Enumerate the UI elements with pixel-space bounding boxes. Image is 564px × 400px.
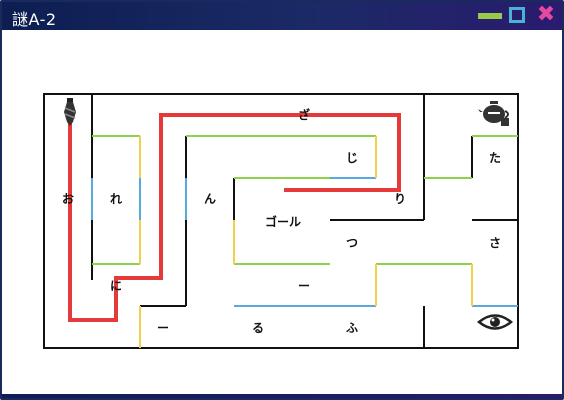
label-ri: り	[394, 192, 406, 206]
solution-path	[68, 102, 401, 322]
label-sa: さ	[489, 236, 501, 250]
minimize-button[interactable]	[478, 13, 502, 19]
blue-doors	[91, 177, 518, 307]
label-ni: に	[110, 279, 122, 293]
label-fu: ふ	[346, 321, 358, 335]
label-ru: る	[252, 321, 264, 335]
label-zi-top: ざ	[298, 107, 310, 122]
window-title: 謎A-2	[12, 10, 57, 29]
tie-icon	[64, 98, 76, 126]
yellow-doors	[139, 136, 473, 348]
label-goal: ゴール	[265, 214, 301, 229]
label-o: お	[62, 192, 74, 206]
label-ji: じ	[346, 151, 358, 165]
label-re: れ	[110, 192, 122, 206]
teapot-icon	[478, 101, 509, 126]
eye-icon	[477, 314, 513, 330]
label-tsu: つ	[346, 236, 358, 250]
label-n: ん	[204, 192, 216, 206]
close-button[interactable]: ✖	[536, 2, 556, 27]
green-doors	[92, 135, 518, 265]
maximize-button[interactable]	[509, 7, 525, 23]
title-bar[interactable]: 謎A-2 ✖	[2, 2, 562, 30]
label-dash-bottom: ー	[157, 321, 169, 335]
maze-walls	[91, 94, 518, 348]
label-ta: た	[489, 151, 501, 165]
label-dash-mid: ー	[298, 279, 310, 293]
window-bottom-border	[2, 394, 562, 398]
